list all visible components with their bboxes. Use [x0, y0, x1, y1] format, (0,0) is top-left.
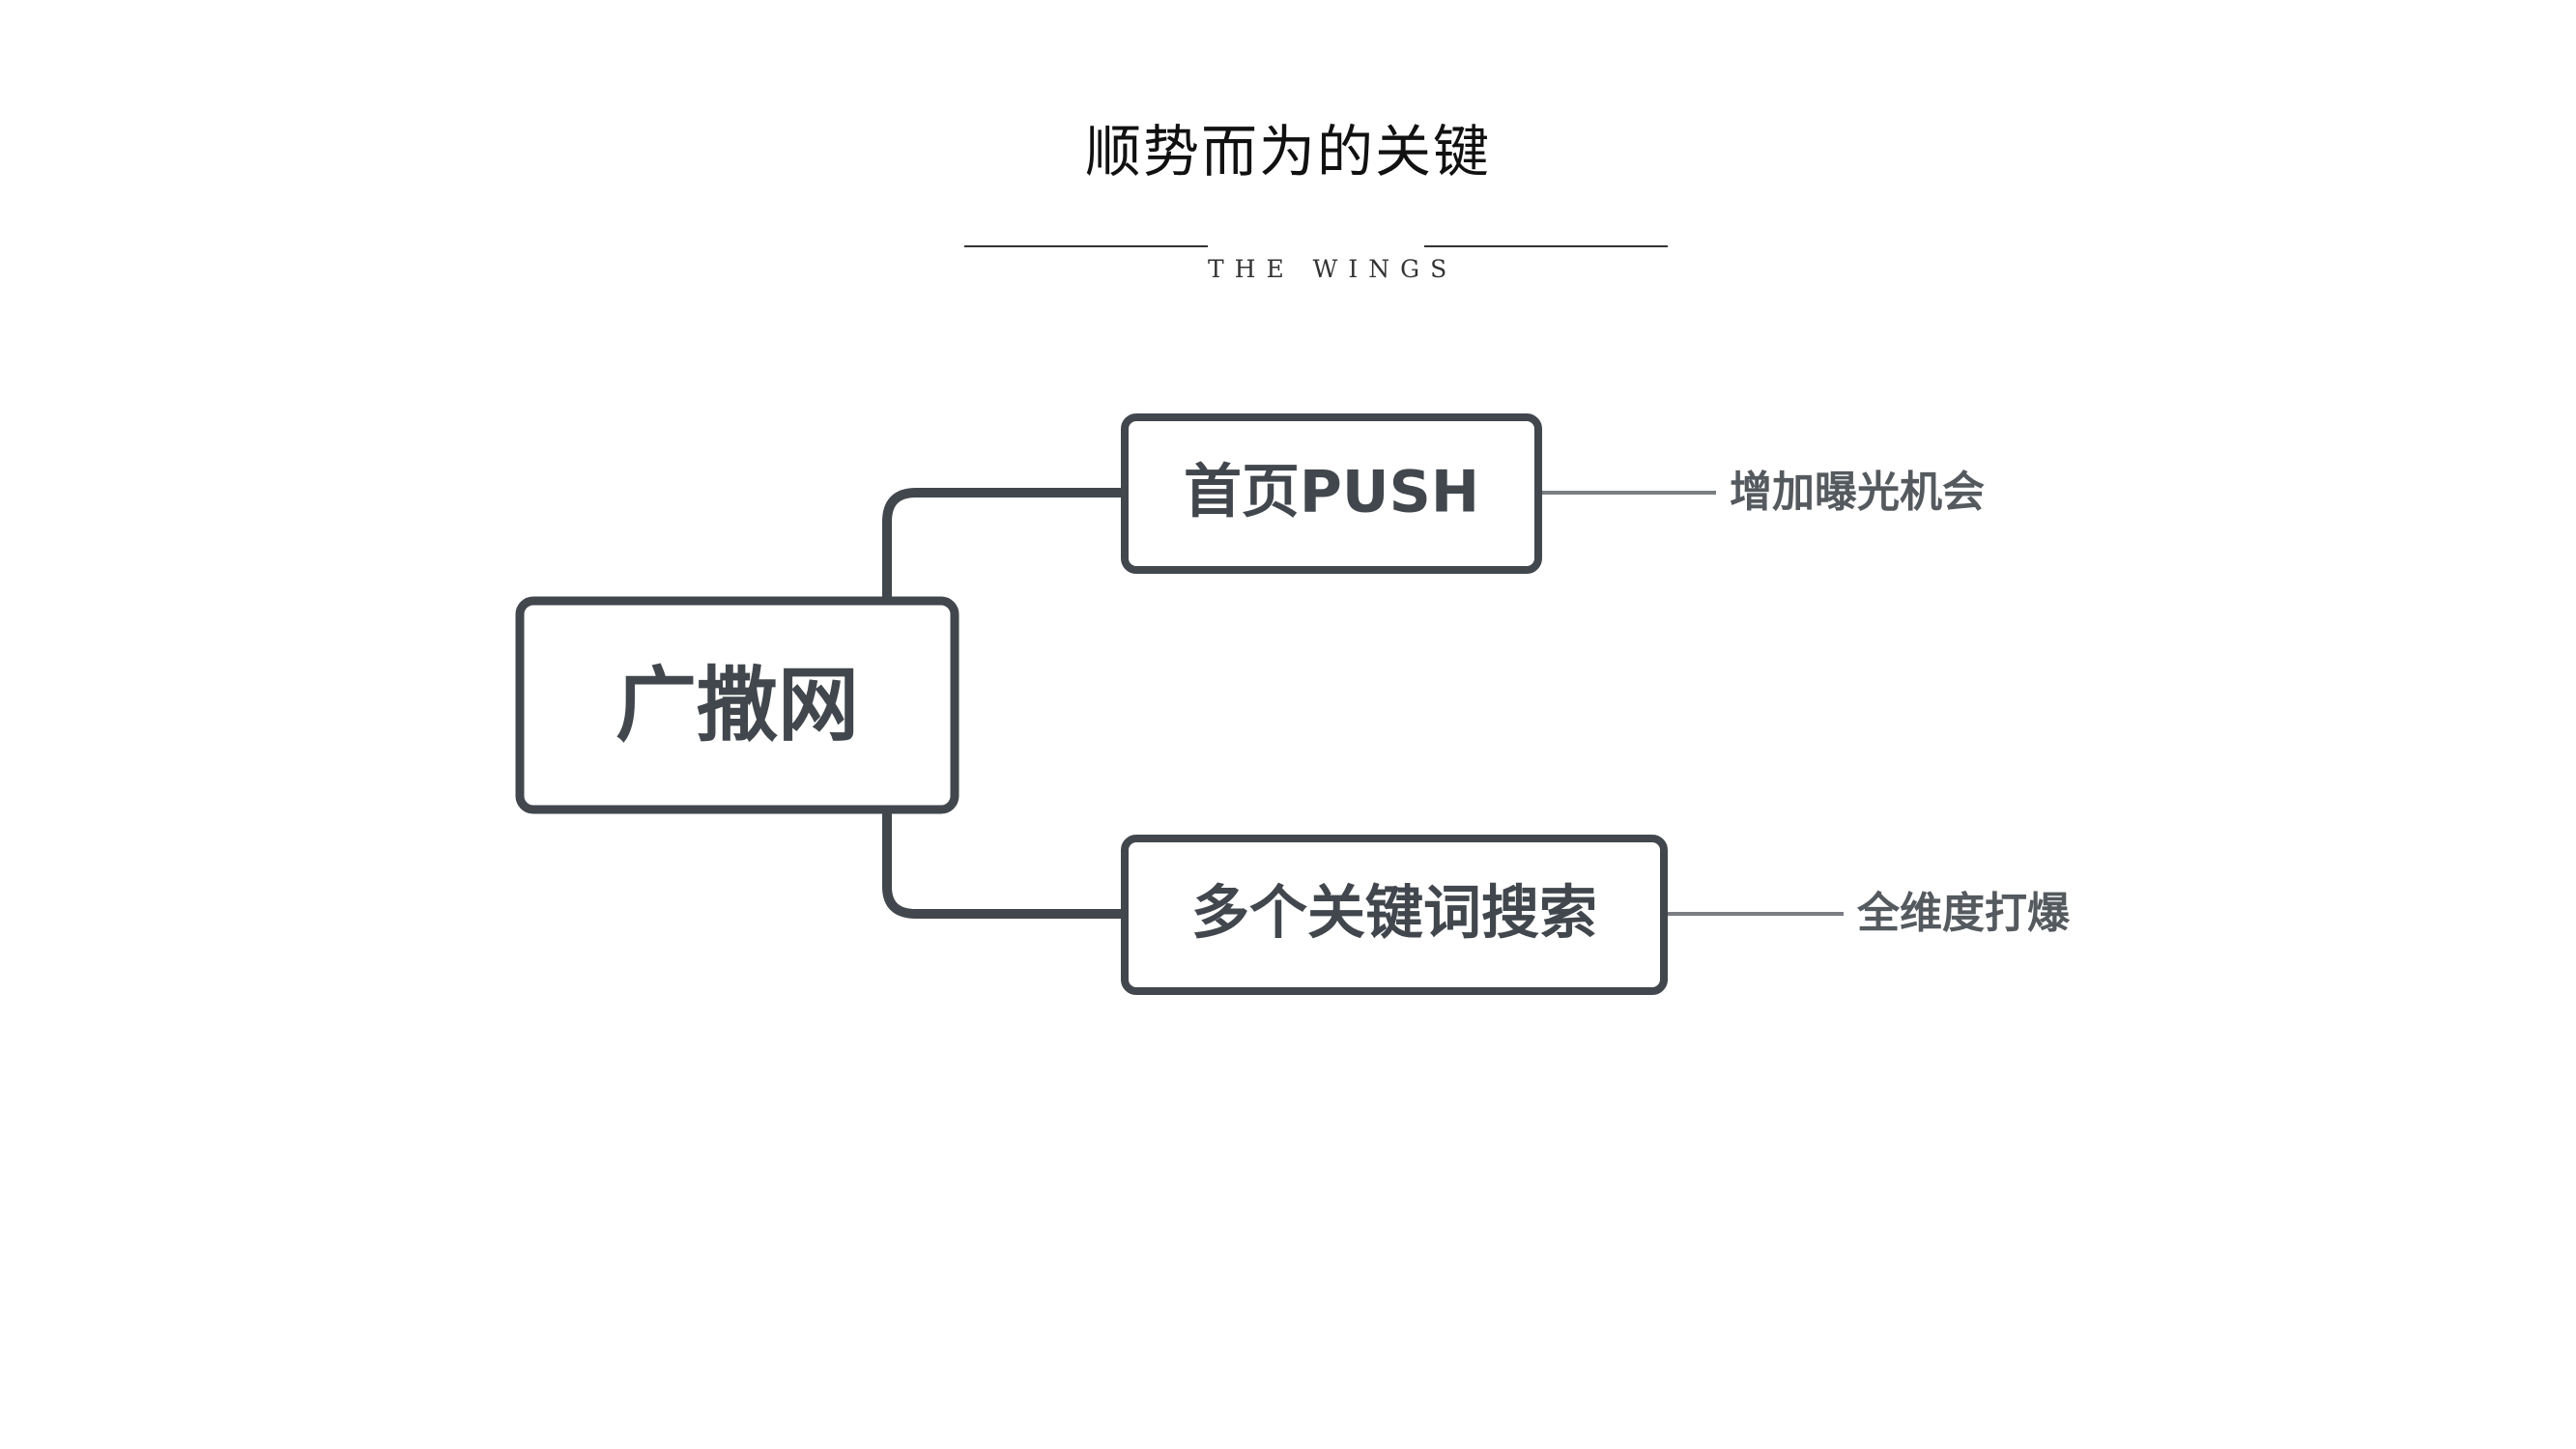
root-node-box	[515, 596, 959, 814]
root-node-label: 广撒网	[615, 658, 859, 753]
page-title: 顺势而为的关键	[1084, 119, 1491, 185]
title-divider-left	[964, 245, 1208, 247]
branch-2-note: 全维度打爆	[1856, 889, 2071, 938]
branch-node-2-box	[1121, 835, 1668, 995]
title-divider-right	[1424, 245, 1668, 247]
branch-1-note: 增加曝光机会	[1730, 468, 1985, 517]
branch-node-1-label: 首页PUSH	[1184, 459, 1479, 526]
connector-root-to-branch-2	[882, 805, 1130, 919]
connector-root-to-branch-1	[882, 488, 1130, 602]
branch-node-1-box	[1121, 413, 1542, 574]
page-subtitle: THE WINGS	[1208, 255, 1458, 283]
root-node: 广撒网	[515, 596, 959, 814]
branch-node-2-label: 多个关键词搜索	[1191, 880, 1597, 948]
branch-node-1: 首页PUSH	[1121, 413, 1542, 574]
branch-node-2: 多个关键词搜索	[1121, 835, 1668, 995]
